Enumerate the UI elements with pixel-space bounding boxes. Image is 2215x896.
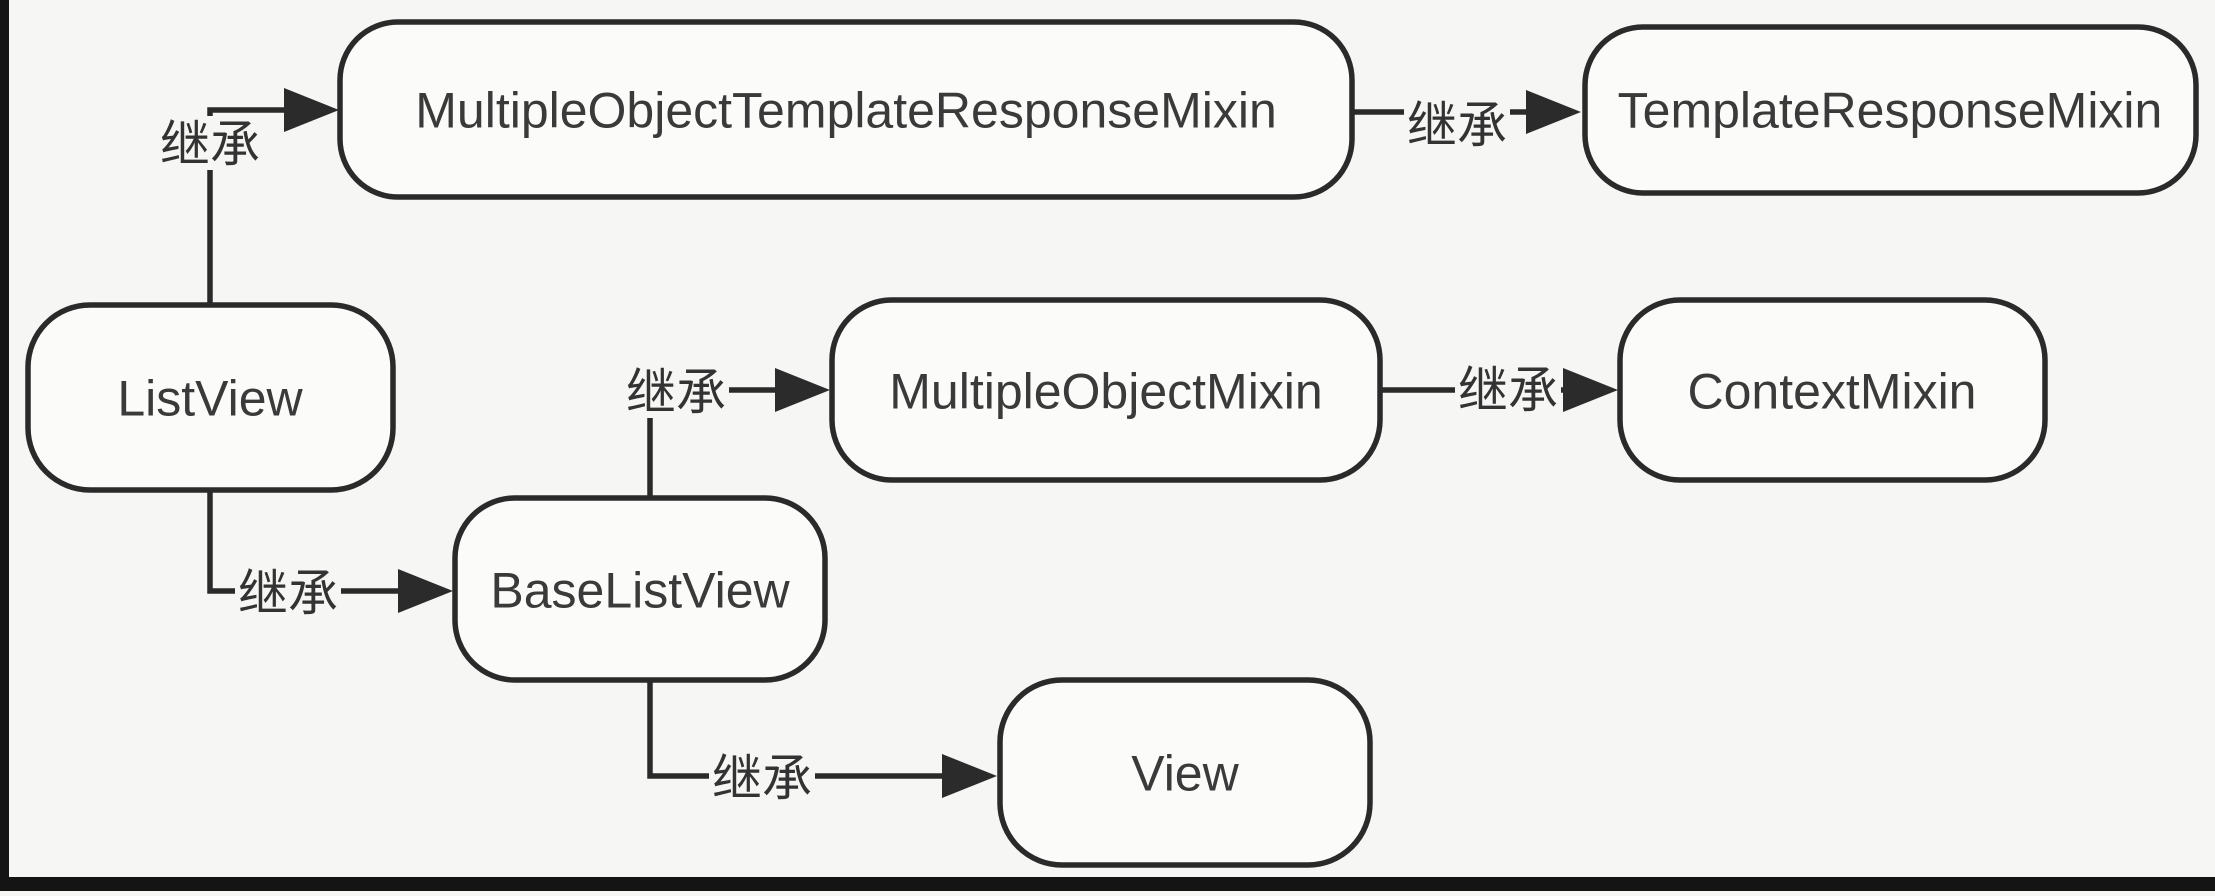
edge-label-bg (1404, 97, 1510, 151)
inherit-edge-label: 继承 (1458, 363, 1558, 419)
arrowhead-icon (1563, 368, 1618, 412)
edge-label-bg (157, 116, 263, 170)
arrowhead-icon (1526, 90, 1581, 134)
edge-label-bg (709, 750, 815, 804)
connector-line (207, 107, 284, 305)
node-box (337, 19, 1355, 200)
edge-baselistview-to-multiple-object-mixin: 继承 (623, 364, 830, 498)
inherit-edge-label: 继承 (626, 365, 726, 421)
node-box (997, 677, 1373, 868)
frame-left-border (0, 0, 9, 891)
node-box (25, 302, 396, 493)
edge-listview-to-baselistview: 继承 (207, 490, 453, 622)
node-label: View (1131, 746, 1239, 802)
frame-bottom-border (0, 877, 2215, 891)
inherit-edge-label: 继承 (712, 751, 812, 807)
node-label: BaseListView (490, 563, 790, 619)
node-multiple-object-mixin: MultipleObjectMixin (829, 297, 1383, 483)
edge-multiple-object-template-response-mixin-to-template-response-mixin: 继承 (1352, 90, 1581, 154)
arrowhead-icon (398, 569, 453, 613)
node-label: ContextMixin (1688, 364, 1977, 420)
edge-multiple-object-mixin-to-contextmixin: 继承 (1380, 362, 1618, 419)
node-label: MultipleObjectTemplateResponseMixin (415, 83, 1277, 139)
arrowhead-icon (942, 754, 997, 798)
edge-label-bg (235, 566, 341, 620)
node-label: MultipleObjectMixin (889, 364, 1322, 420)
edge-label-bg (623, 364, 729, 418)
node-label: ListView (117, 371, 303, 427)
edge-baselistview-to-view: 继承 (647, 680, 997, 807)
inherit-edge-label: 继承 (1407, 98, 1507, 154)
inherit-edge-label: 继承 (238, 566, 338, 622)
node-template-response-mixin: TemplateResponseMixin (1582, 24, 2199, 196)
arrowhead-icon (284, 88, 339, 132)
node-box (452, 495, 828, 683)
node-view: View (997, 677, 1373, 868)
node-baselistview: BaseListView (452, 495, 828, 683)
node-box (1582, 24, 2199, 196)
node-listview: ListView (25, 302, 396, 493)
arrowhead-icon (775, 368, 830, 412)
node-multiple-object-template-response-mixin: MultipleObjectTemplateResponseMixin (337, 19, 1355, 200)
edge-listview-to-multiple-object-template-response-mixin: 继承 (157, 88, 339, 305)
inherit-edge-label: 继承 (160, 117, 260, 173)
node-box (1617, 297, 2048, 483)
node-box (829, 297, 1383, 483)
node-contextmixin: ContextMixin (1617, 297, 2048, 483)
edge-label-bg (1455, 362, 1561, 416)
node-label: TemplateResponseMixin (1618, 83, 2163, 139)
connector-line (647, 680, 942, 779)
